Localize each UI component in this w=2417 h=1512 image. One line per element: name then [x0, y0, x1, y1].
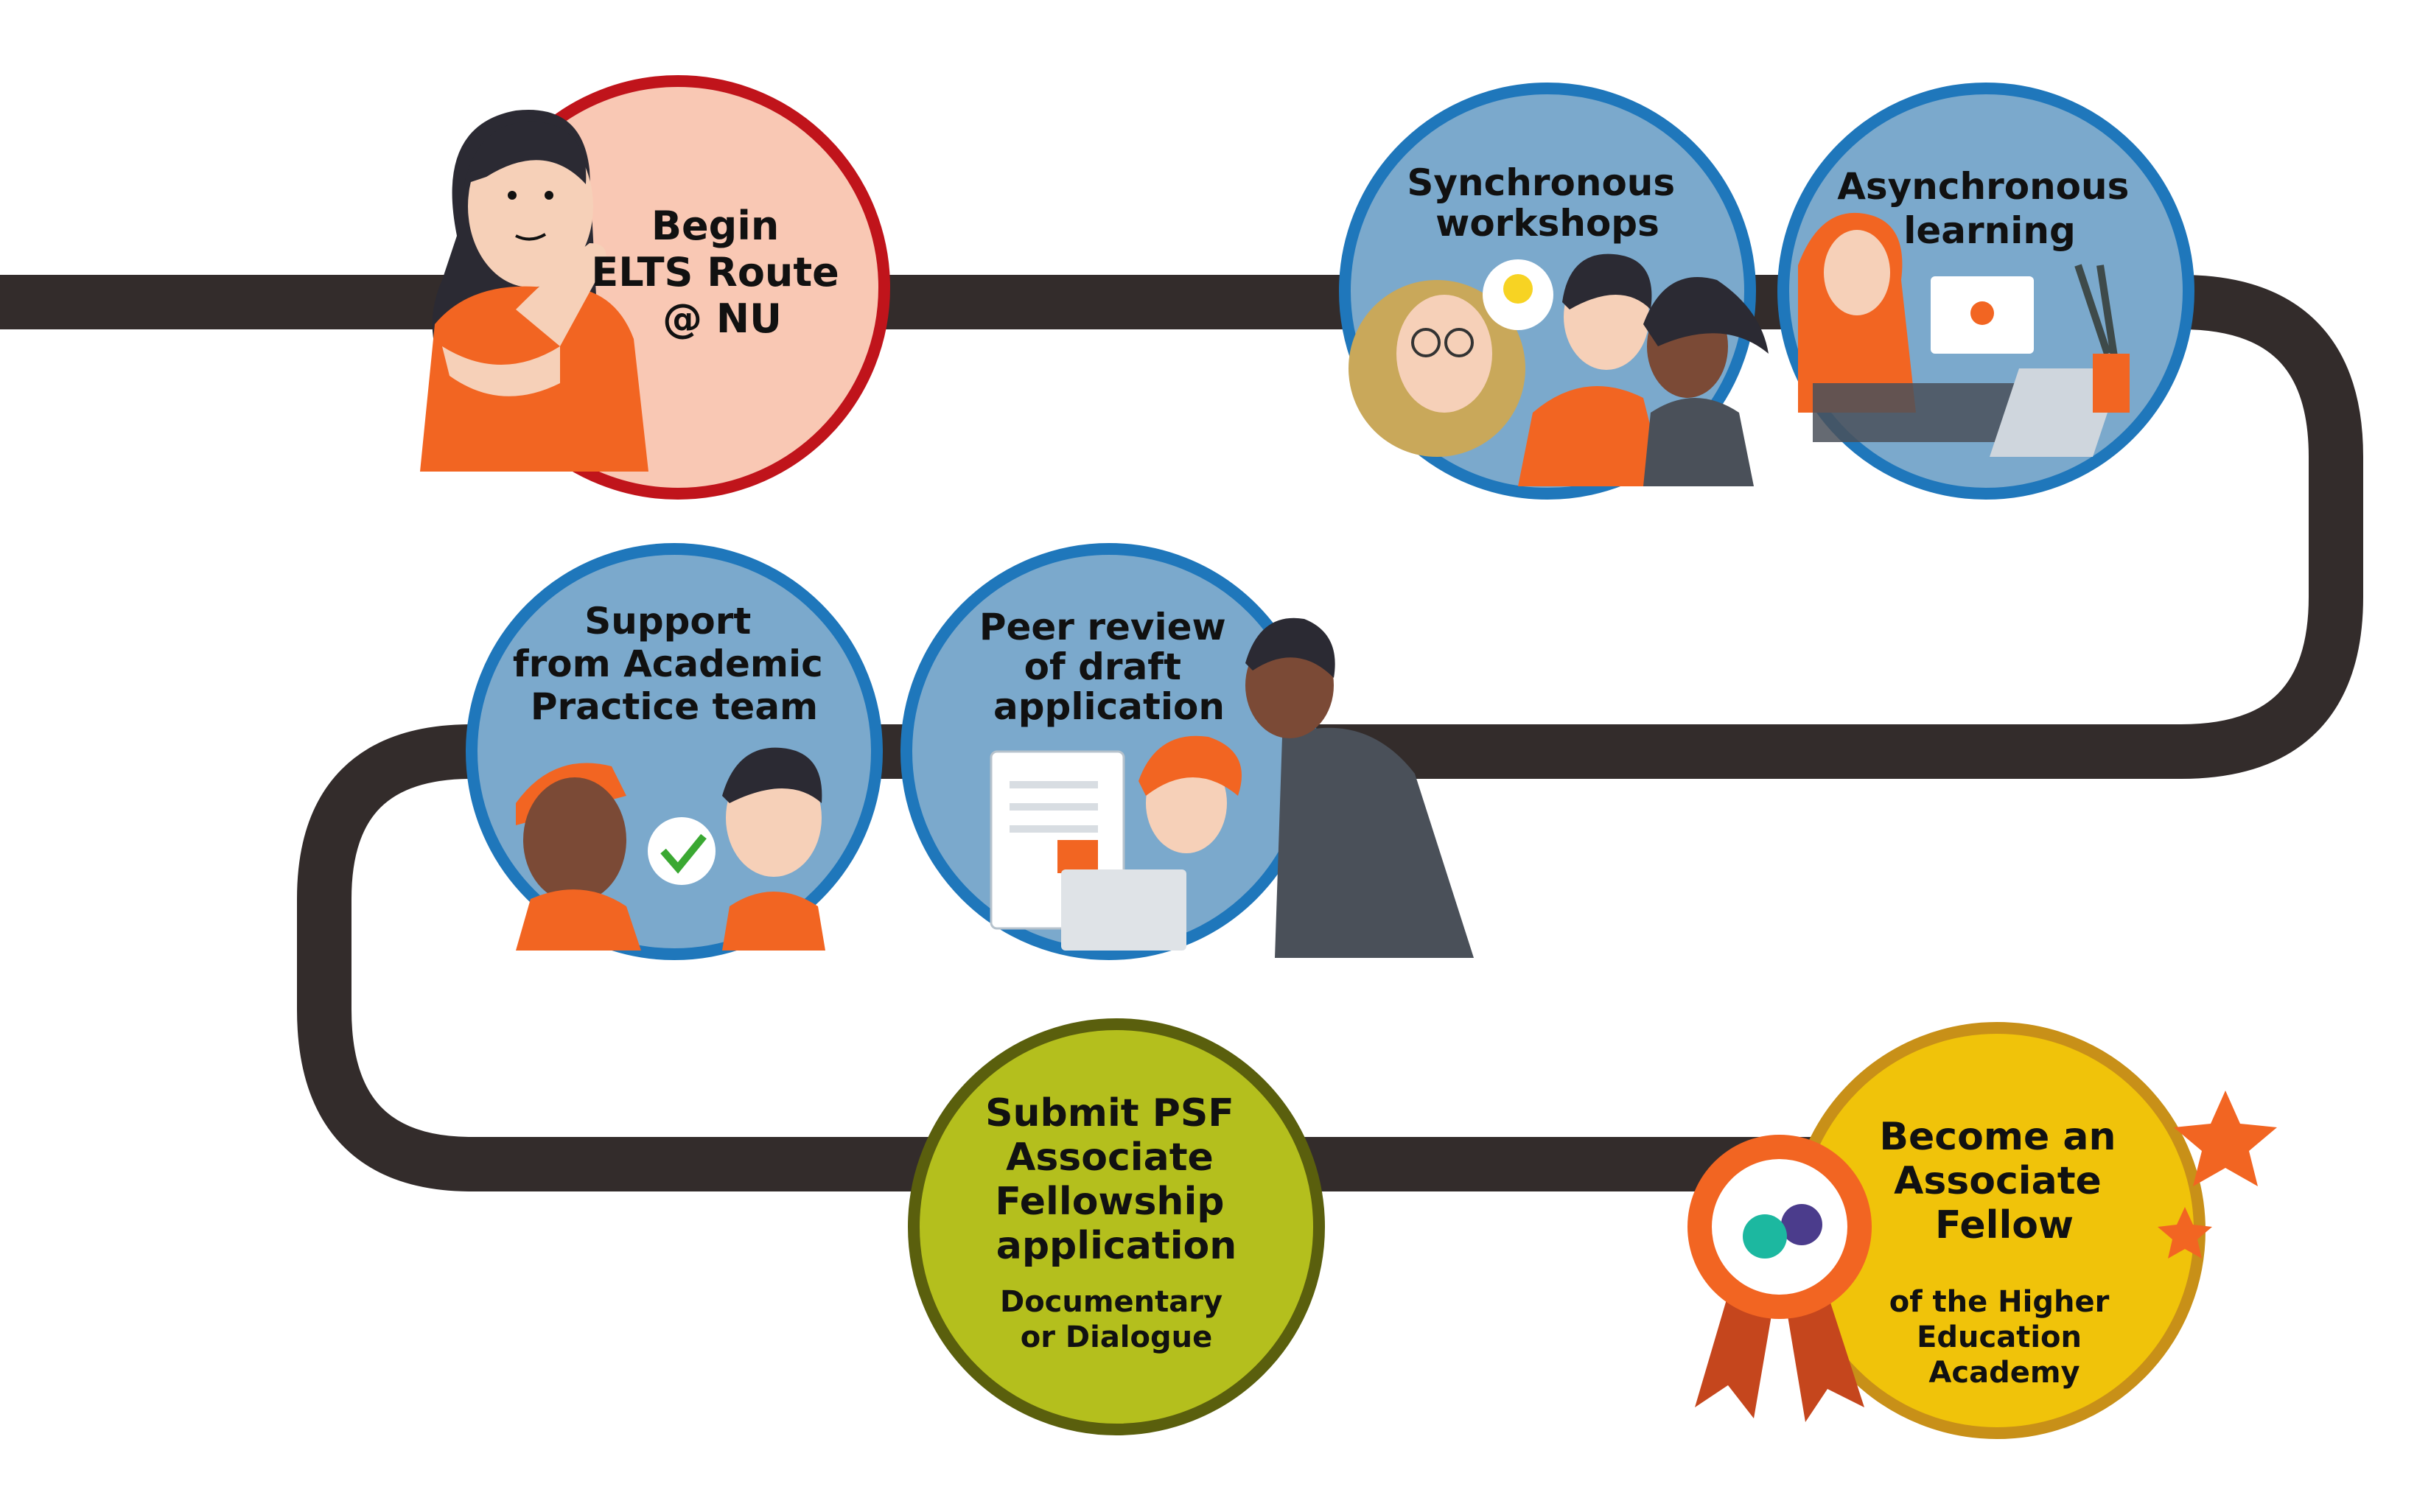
step-submit-line-1: Submit PSF [985, 1091, 1234, 1135]
step-begin-line-1: Begin [651, 203, 779, 249]
large-star-icon [2174, 1091, 2277, 1186]
step-submit-sub-1: Documentary [1000, 1285, 1223, 1319]
step-become-sub-1: of the Higher [1889, 1285, 2110, 1319]
step-support-line-1: Support [584, 600, 751, 643]
step-support-line-2: from Academic [513, 643, 823, 685]
step-submit-line-3: Fellowship [995, 1180, 1224, 1224]
step-sync: Synchronous workshops [1339, 83, 1769, 500]
step-peer: Peer review of draft application [900, 543, 1474, 960]
step-async-line-2: learning [1903, 209, 2076, 252]
step-async: Asynchronous learning [1777, 83, 2194, 500]
rosette-badge-icon [1687, 1135, 1872, 1422]
peer-review-illustration [990, 617, 1474, 958]
svg-text:Submit PSF Associate: Submit PSF Associate Fellowship applicat… [985, 1091, 1248, 1268]
step-peer-line-2: of draft [1024, 645, 1181, 688]
step-become-line-2: Associate [1894, 1159, 2102, 1203]
svg-text:Synchronous workshops: Synchronous workshops [1407, 161, 1687, 245]
step-become: Become an Associate Fellow of the Higher… [1687, 1022, 2277, 1439]
step-begin: Begin ELTS Route @ NU [420, 75, 890, 500]
svg-text:Support from Academic: Support from Academic Practice team [513, 600, 836, 728]
small-star-icon [2158, 1207, 2212, 1259]
step-support: Support from Academic Practice team [466, 543, 883, 960]
step-submit-line-4: application [996, 1224, 1237, 1268]
remote-learner-illustration [1798, 212, 2130, 457]
step-sync-line-1: Synchronous [1407, 161, 1675, 204]
svg-text:Peer review of draft: Peer review of draft application [979, 606, 1239, 728]
step-sync-line-2: workshops [1435, 202, 1659, 245]
svg-text:Become an Associate: Become an Associate Fellow [1879, 1115, 2129, 1247]
step-become-line-1: Become an [1879, 1115, 2116, 1159]
step-submit-line-2: Associate [1006, 1135, 1214, 1180]
step-become-line-3: Fellow [1935, 1203, 2074, 1247]
route-road [0, 275, 2363, 1191]
step-begin-line-3: @ NU [662, 295, 782, 342]
step-become-sub-2: Education [1917, 1320, 2082, 1354]
svg-text:of the Higher Education: of the Higher Education Academy [1889, 1285, 2120, 1390]
step-submit-sub-2: or Dialogue [1021, 1320, 1212, 1354]
workshop-group-illustration [1349, 253, 1769, 486]
support-team-illustration [516, 747, 825, 951]
step-support-line-3: Practice team [531, 685, 818, 728]
step-peer-line-3: application [993, 685, 1225, 728]
svg-text:Documentary or Dialogue: Documentary or Dialogue [1000, 1285, 1233, 1354]
step-submit-circle [908, 1018, 1325, 1435]
step-become-sub-3: Academy [1928, 1356, 2080, 1390]
step-peer-line-1: Peer review [979, 606, 1226, 648]
svg-text:Asynchronous learning: Asynchronous learning [1837, 165, 2142, 252]
thinking-woman-illustration [420, 110, 648, 472]
step-async-line-1: Asynchronous [1837, 165, 2129, 208]
svg-text:Begin ELTS Route @: Begin ELTS Route @ NU [591, 203, 853, 342]
step-submit: Submit PSF Associate Fellowship applicat… [908, 1018, 1325, 1435]
step-begin-line-2: ELTS Route [591, 249, 839, 295]
